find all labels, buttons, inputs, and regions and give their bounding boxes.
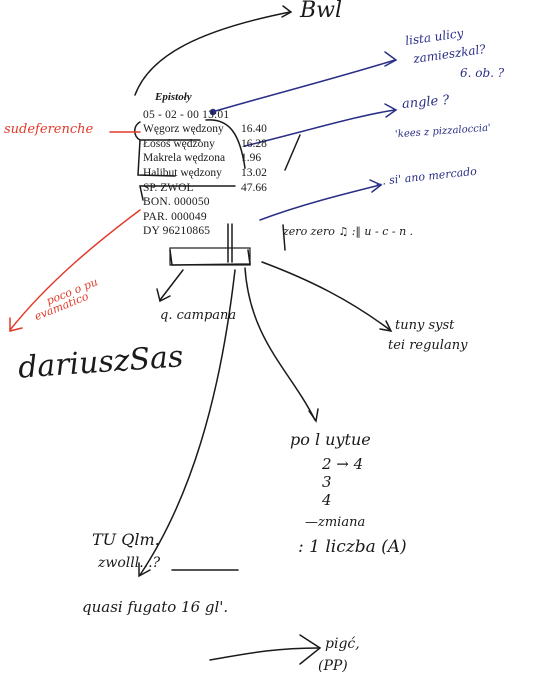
- annotation-blue-top-right-3: 6. ob. ?: [460, 66, 505, 80]
- annotation-list-item: 2 → 4: [322, 455, 364, 473]
- receipt-item: Łosoś wędzony 16.28: [143, 137, 267, 150]
- receipt-dy: DY 96210865: [143, 225, 211, 238]
- annotation-campana: q. campana: [160, 308, 237, 323]
- annotation-list-item: 3: [322, 473, 332, 491]
- receipt-title: Epistoły: [155, 91, 192, 103]
- annotation-tu-qui-1: TU Qlm.: [92, 530, 160, 549]
- arrow-to-tu-qui: [139, 269, 236, 576]
- receipt-item: Węgorz wędzony 16.40: [143, 123, 267, 136]
- receipt: Epistoły 05 - 02 - 00 13:01 Węgorz wędzo…: [143, 90, 283, 239]
- annotation-pisc-1: pigć,: [325, 636, 360, 652]
- annotation-bwl: Bwl: [300, 0, 343, 23]
- receipt-par: PAR. 000049: [143, 210, 207, 223]
- annotation-list-item: 4: [322, 491, 332, 509]
- blue-arrow-top: [211, 59, 396, 113]
- arrow-to-right-text: [261, 261, 391, 331]
- receipt-item: Halibut wędzony 13.02: [143, 166, 267, 179]
- blue-arrow-middle: [244, 109, 396, 147]
- receipt-bon: BON. 000050: [143, 196, 210, 209]
- blue-arrow-lower: [259, 184, 381, 221]
- arrow-to-campana: [159, 269, 184, 301]
- annotation-pisc-2: (PP): [318, 658, 348, 674]
- annotation-music-mark: zero zero ♫ :‖ u - c - n .: [283, 225, 414, 238]
- annotation-list-footer-2: : 1 liczba (A): [298, 537, 407, 557]
- annotation-tu-qui-2: zwolll...?: [98, 555, 161, 571]
- arrow-to-bwl: [134, 11, 291, 96]
- annotation-list-footer-1: —zmiana: [305, 515, 366, 530]
- receipt-sp-line: SP. ZWOL 47.66: [143, 181, 267, 194]
- annotation-quasi: quasi fugato 16 gl'.: [82, 598, 229, 616]
- receipt-item: Makrela wędzona 1.96: [143, 152, 262, 165]
- annotation-right-text-2: tei regulany: [388, 338, 468, 353]
- arrow-to-list: [244, 267, 316, 421]
- annotation-red-left: sudeferenche: [4, 122, 94, 137]
- annotation-right-text-1: tuny syst: [395, 318, 455, 333]
- receipt-datetime: 05 - 02 - 00 13:01: [143, 108, 230, 121]
- arrow-to-pisc: [209, 647, 319, 661]
- annotation-list-title: po l uytue: [290, 430, 371, 449]
- red-arrow-lower: [9, 209, 141, 331]
